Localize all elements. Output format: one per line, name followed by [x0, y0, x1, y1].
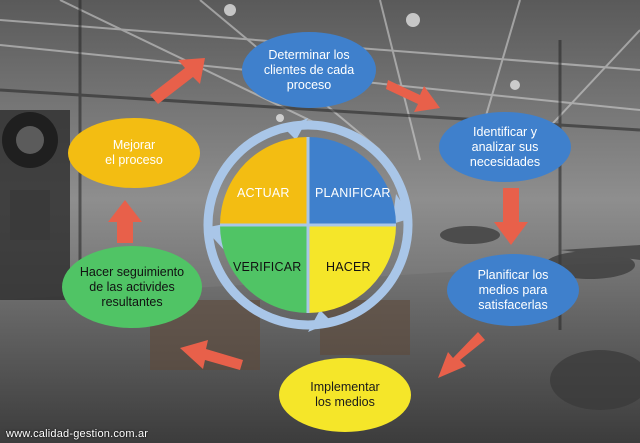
- arrow-implementar-to-seguimiento: [180, 340, 243, 370]
- arrow-mejorar-to-determinar: [150, 58, 205, 104]
- label-hacer: HACER: [326, 260, 371, 274]
- cycle-arrowhead-bottom: [308, 310, 332, 332]
- quadrant-verificar: [220, 225, 308, 313]
- arrow-determinar-to-identificar: [386, 80, 440, 112]
- step-determinar-clientes: Determinar los clientes de cada proceso: [242, 32, 376, 108]
- label-planificar: PLANIFICAR: [315, 186, 391, 200]
- quadrant-planificar: [308, 137, 396, 225]
- step-implementar-medios: Implementar los medios: [279, 358, 411, 432]
- quadrant-actuar: [220, 137, 308, 225]
- step-identificar-necesidades: Identificar y analizar sus necesidades: [439, 112, 571, 182]
- arrow-seguimiento-to-mejorar: [108, 200, 142, 243]
- arrow-identificar-to-planificar: [494, 188, 528, 245]
- step-hacer-seguimiento: Hacer seguimiento de las activides resul…: [62, 246, 202, 328]
- label-verificar: VERIFICAR: [233, 260, 302, 274]
- step-planificar-medios: Planificar los medios para satisfacerlas: [447, 254, 579, 326]
- website-credit: www.calidad-gestion.com.ar: [6, 428, 149, 440]
- label-actuar: ACTUAR: [237, 186, 290, 200]
- cycle-ring: [203, 120, 413, 330]
- cycle-arrowhead-top: [284, 118, 308, 140]
- step-mejorar-proceso: Mejorar el proceso: [68, 118, 200, 188]
- cycle-arrowhead-right: [392, 194, 412, 224]
- quadrant-hacer: [308, 225, 396, 313]
- arrow-planificar-to-implementar: [438, 332, 485, 378]
